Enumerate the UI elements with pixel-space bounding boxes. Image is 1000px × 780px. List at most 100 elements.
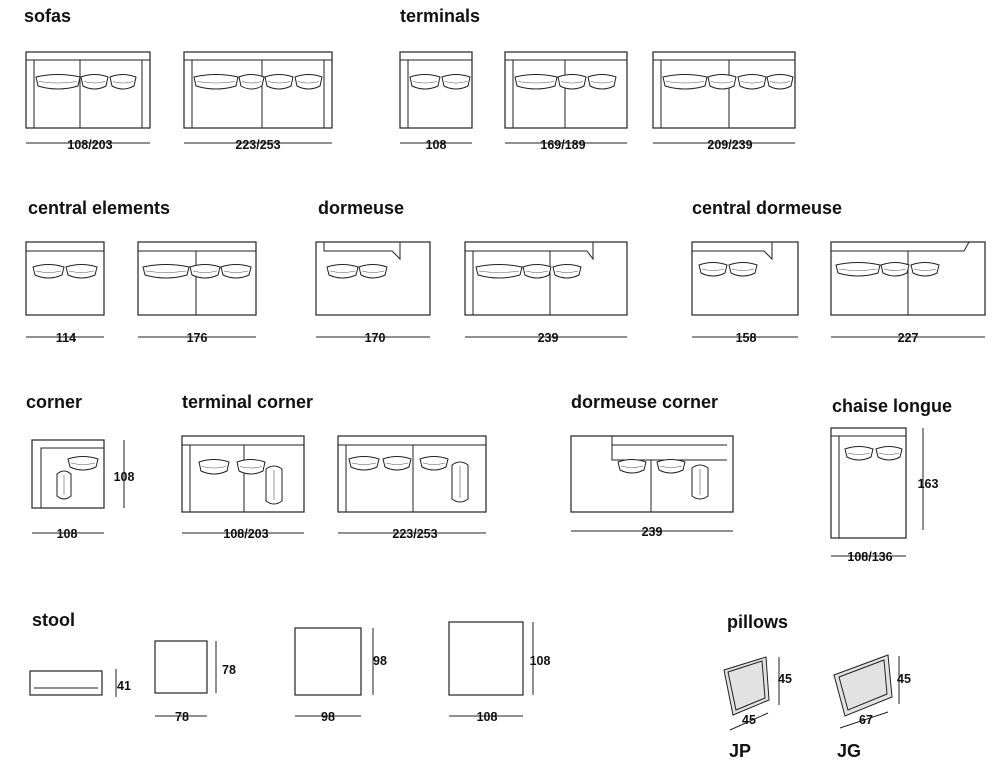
cushion-seam <box>701 268 725 271</box>
cushion-seam <box>412 81 438 84</box>
pillow-inner <box>838 659 888 711</box>
dim-terminal-2: 169/189 <box>540 138 585 152</box>
central-element-1 <box>25 241 105 338</box>
cushion-seam <box>351 462 377 465</box>
dim-sofa-2: 223/253 <box>235 138 280 152</box>
cushion-seam <box>878 452 900 455</box>
central-outline <box>137 241 257 316</box>
dim-corner-depth: 108 <box>114 470 135 484</box>
back-cushion <box>80 74 109 90</box>
dim-dormeuse-corner: 239 <box>642 525 663 539</box>
back-cushion <box>419 456 449 471</box>
back-cushion <box>35 74 81 90</box>
cushion-seam <box>478 270 520 273</box>
cushion-seam <box>70 462 96 465</box>
back-cushion <box>67 456 99 471</box>
heading-central-dormeuse: central dormeuse <box>692 198 842 218</box>
terminal-outline <box>504 51 628 129</box>
dim-central-1: 114 <box>56 331 76 345</box>
pillow-code-jg: JG <box>837 741 861 761</box>
heading-corner: corner <box>26 392 82 412</box>
cushion-seam <box>710 81 734 84</box>
heading-stool: stool <box>32 610 75 630</box>
stool-outline <box>294 627 362 696</box>
dim-central-dormeuse-2: 227 <box>898 331 919 345</box>
cushion-seam <box>38 81 78 84</box>
terminal-outline <box>399 51 473 129</box>
dormeuse-corner <box>570 435 734 532</box>
back-cushion <box>142 264 190 279</box>
back-cushion <box>656 459 686 474</box>
terminal-corner-1 <box>181 435 305 534</box>
pillow-shape <box>833 654 893 717</box>
back-cushion <box>348 456 380 471</box>
dim-pillow-jp-width: 45 <box>742 713 756 727</box>
back-cushion <box>617 459 647 474</box>
dim-dormeuse-2: 239 <box>538 331 559 345</box>
dim-dormeuse-1: 170 <box>365 331 386 345</box>
dim-pillow-jg-width: 67 <box>859 713 873 727</box>
pillow-jg <box>833 654 900 729</box>
dim-stool-98-depth: 98 <box>373 654 387 668</box>
back-cushion <box>552 264 582 279</box>
cushion-seam <box>83 81 106 84</box>
back-cushion <box>441 74 471 90</box>
central-dormeuse-1 <box>691 241 799 338</box>
cushion-seam <box>361 270 385 273</box>
cushion-seam <box>35 270 62 273</box>
cushion-seam <box>201 466 227 469</box>
back-cushion <box>522 264 552 279</box>
heading-dormeuse: dormeuse <box>318 198 404 218</box>
back-cushion <box>109 74 137 90</box>
dim-central-dormeuse-1: 158 <box>736 331 757 345</box>
stool-108 <box>448 621 534 717</box>
chaise-outline <box>830 427 907 539</box>
cushion-seam <box>192 270 218 273</box>
sofa-outline <box>183 51 333 129</box>
back-cushion <box>358 264 388 279</box>
back-cushion <box>189 264 221 279</box>
dim-corner-width: 108 <box>57 527 78 541</box>
cushion-seam <box>145 270 187 273</box>
heading-sofas: sofas <box>24 6 71 26</box>
cushion-seam <box>444 81 468 84</box>
back-cushion <box>238 74 265 90</box>
corner <box>31 439 125 534</box>
cushion-seam <box>769 81 791 84</box>
back-cushion <box>844 446 874 461</box>
dim-terminal-1: 108 <box>426 138 447 152</box>
back-cushion <box>587 74 617 90</box>
dim-central-2: 176 <box>187 331 208 345</box>
heading-dormeuse-corner: dormeuse corner <box>571 392 718 412</box>
cushion-seam <box>297 81 320 84</box>
cushion-seam <box>112 81 134 84</box>
backrest-line <box>465 242 594 261</box>
dimension-line <box>839 711 889 729</box>
heading-pillows: pillows <box>727 612 788 632</box>
back-cushion <box>236 459 266 475</box>
terminal-corner-outline <box>181 435 305 513</box>
back-cushion <box>766 74 794 90</box>
cushion-seam <box>422 462 446 465</box>
pillow-inner <box>727 660 766 711</box>
cushion-seam <box>223 270 249 273</box>
dim-stool-108-width: 108 <box>477 710 498 724</box>
dim-pillow-jp-height: 45 <box>778 672 792 686</box>
back-cushion <box>382 456 412 471</box>
heading-central-elements: central elements <box>28 198 170 218</box>
dimension-line <box>729 712 769 731</box>
cushion-seam <box>555 270 579 273</box>
dim-stool-78-width: 78 <box>175 710 189 724</box>
back-cushion <box>557 74 587 90</box>
pillow-code-jp: JP <box>729 741 751 761</box>
dormeuse-1 <box>315 241 431 338</box>
sofa-2 <box>183 51 333 144</box>
back-cushion <box>875 446 903 461</box>
back-cushion <box>707 74 737 90</box>
sofa-1 <box>25 51 151 144</box>
cushion-seam <box>731 268 755 271</box>
back-cushion <box>475 264 523 279</box>
cushion-seam <box>620 465 644 468</box>
dim-chaise-depth: 163 <box>918 477 939 491</box>
